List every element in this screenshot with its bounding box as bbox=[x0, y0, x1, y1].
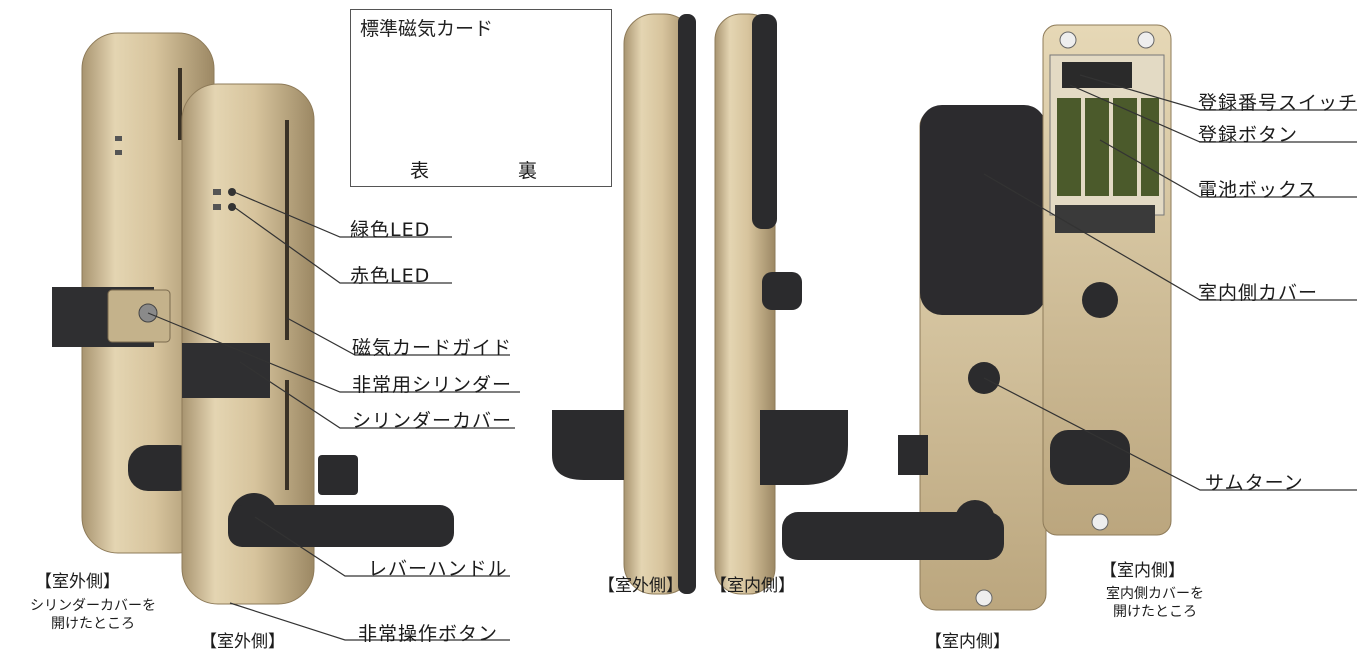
caption-indoor-open-sub-line2: 開けたところ bbox=[1113, 604, 1197, 620]
label-indoor-cover: 室内側カバー bbox=[1198, 282, 1319, 304]
card-panel-title: 標準磁気カード bbox=[360, 18, 494, 40]
caption-indoor-open-sub: 室内側カバーを 開けたところ bbox=[1075, 585, 1235, 621]
label-card-guide: 磁気カードガイド bbox=[352, 337, 513, 359]
caption-indoor-closed: 【室内側】 bbox=[925, 632, 1010, 652]
caption-outdoor-open-sub-line2: 開けたところ bbox=[51, 616, 135, 632]
caption-side-outdoor: 【室外側】 bbox=[598, 576, 683, 596]
label-red-led: 赤色LED bbox=[350, 265, 431, 287]
label-thumb-turn: サムターン bbox=[1205, 472, 1304, 494]
label-battery-box: 電池ボックス bbox=[1198, 179, 1318, 201]
indoor-unit bbox=[782, 105, 1047, 611]
label-lever-handle: レバーハンドル bbox=[368, 558, 508, 580]
caption-indoor-open: 【室内側】 bbox=[1100, 561, 1185, 581]
outdoor-unit-open bbox=[52, 32, 215, 554]
label-green-led: 緑色LED bbox=[350, 219, 431, 241]
caption-indoor-open-sub-line1: 室内側カバーを bbox=[1106, 586, 1204, 602]
magnetic-card-panel bbox=[350, 9, 612, 187]
label-emergency-button: 非常操作ボタン bbox=[358, 623, 499, 645]
card-back-label: 裏 bbox=[518, 160, 539, 182]
caption-outdoor-open-sub-line1: シリンダーカバーを bbox=[30, 598, 156, 614]
caption-outdoor-front: 【室外側】 bbox=[200, 632, 285, 652]
side-view-indoor bbox=[714, 13, 848, 595]
card-front-label: 表 bbox=[410, 160, 431, 182]
indoor-unit-open bbox=[1042, 24, 1172, 536]
label-register-switch: 登録番号スイッチ bbox=[1198, 92, 1357, 114]
caption-outdoor-open: 【室外側】 bbox=[35, 572, 120, 592]
label-cylinder-cover: シリンダーカバー bbox=[352, 410, 513, 432]
caption-outdoor-open-sub: シリンダーカバーを 開けたところ bbox=[8, 597, 178, 633]
label-register-button: 登録ボタン bbox=[1198, 124, 1299, 146]
caption-side-indoor: 【室内側】 bbox=[710, 576, 795, 596]
label-emergency-cylinder: 非常用シリンダー bbox=[352, 374, 513, 396]
